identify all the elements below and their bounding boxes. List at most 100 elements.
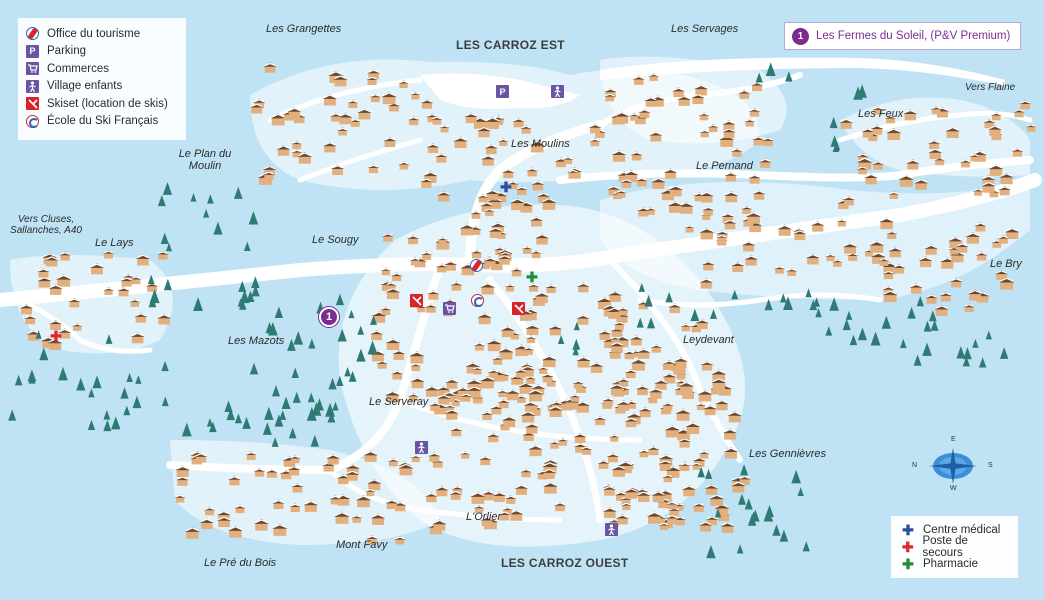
chalet <box>514 484 529 495</box>
chalet <box>1011 147 1024 157</box>
ski-rental-icon[interactable] <box>512 302 525 315</box>
legend-label: Parking <box>47 45 86 58</box>
chalet <box>903 109 918 121</box>
child-village-icon[interactable] <box>605 523 618 536</box>
chalet <box>888 191 899 199</box>
chalet <box>538 366 549 374</box>
pine-tree <box>160 232 169 244</box>
place-line-2: Moulin <box>188 160 222 172</box>
chalet <box>130 332 145 344</box>
chalet <box>945 126 960 139</box>
chalet <box>574 442 587 453</box>
shopping-cart-icon[interactable] <box>443 302 456 315</box>
pine-tree <box>262 422 272 435</box>
chalet <box>557 437 569 446</box>
chalet <box>1013 108 1025 118</box>
chalet <box>596 296 612 310</box>
chalet <box>398 80 409 89</box>
chalet <box>746 211 761 224</box>
chalet <box>615 189 627 198</box>
chalet <box>432 519 447 531</box>
medical-center-icon[interactable]: ✚ <box>500 179 512 195</box>
pine-tree <box>797 487 804 496</box>
chalet <box>960 158 971 168</box>
chalet <box>366 76 378 85</box>
residence-callout[interactable]: 1 Les Fermes du Soleil, (P&V Premium) <box>784 22 1021 50</box>
ski-rental-icon[interactable] <box>410 294 423 307</box>
chalet <box>392 349 406 360</box>
chalet <box>968 289 982 301</box>
pine-tree <box>849 334 858 346</box>
chalet <box>445 378 459 389</box>
chalet <box>484 143 498 155</box>
chalet <box>691 462 702 470</box>
chalet <box>473 504 485 513</box>
child-village-icon[interactable] <box>551 85 564 98</box>
chalet <box>575 400 590 413</box>
chalet <box>886 230 898 240</box>
chalet <box>68 298 81 308</box>
parking-icon[interactable]: P <box>496 85 509 98</box>
pine-tree <box>181 422 192 437</box>
chalet <box>836 218 847 227</box>
chalet <box>174 494 186 503</box>
chalet <box>521 245 533 254</box>
tourism-office-icon[interactable] <box>470 259 483 272</box>
chalet <box>722 120 736 131</box>
place-les-servages: Les Servages <box>671 23 739 35</box>
chalet <box>914 178 928 190</box>
pine-tree <box>328 377 337 390</box>
pine-tree <box>731 289 739 300</box>
chalet <box>525 324 540 336</box>
ski-school-icon[interactable] <box>471 294 484 307</box>
chalet <box>450 281 463 291</box>
chalet <box>614 111 630 124</box>
pine-tree <box>14 374 23 386</box>
pine-tree <box>833 140 841 151</box>
pine-tree <box>829 297 839 311</box>
medical-legend-item: ✚ Pharmacie <box>901 555 1008 572</box>
child-village-icon[interactable] <box>415 441 428 454</box>
chalet <box>130 275 142 285</box>
pine-tree <box>923 320 932 332</box>
chalet <box>939 291 952 302</box>
chalet <box>24 314 37 325</box>
chalet <box>276 144 291 156</box>
residence-location-pin[interactable]: 1 <box>319 307 339 327</box>
chalet <box>898 174 914 187</box>
chalet <box>649 387 663 399</box>
chalet <box>528 389 543 402</box>
pine-tree <box>870 331 881 346</box>
chalet <box>995 269 1008 280</box>
chalet <box>426 143 440 154</box>
chalet <box>744 255 758 266</box>
legend-label: Village enfants <box>47 80 123 93</box>
chalet <box>234 504 246 514</box>
chalet <box>707 124 719 133</box>
chalet <box>664 425 680 438</box>
pine-tree <box>310 434 320 447</box>
chalet <box>425 385 439 397</box>
chalet <box>629 112 640 121</box>
chalet <box>906 159 920 170</box>
pine-tree <box>120 387 129 399</box>
chalet <box>472 366 483 375</box>
chalet <box>774 265 785 274</box>
first-aid-post-icon[interactable]: ✚ <box>50 328 62 344</box>
chalet <box>638 449 650 458</box>
pharmacy-icon[interactable]: ✚ <box>526 269 538 285</box>
chalet <box>398 463 414 476</box>
chalet <box>425 492 438 503</box>
chalet <box>630 151 643 161</box>
pine-tree <box>572 338 581 350</box>
pine-tree <box>348 309 355 319</box>
chalet <box>700 360 714 371</box>
chalet <box>723 428 737 440</box>
place-line-2: Sallanches, A40 <box>10 225 82 236</box>
pine-tree <box>780 293 787 303</box>
chalet <box>385 499 398 510</box>
chalet <box>479 455 492 466</box>
chalet <box>289 455 301 464</box>
chalet <box>1019 100 1032 110</box>
pine-tree <box>842 318 851 331</box>
